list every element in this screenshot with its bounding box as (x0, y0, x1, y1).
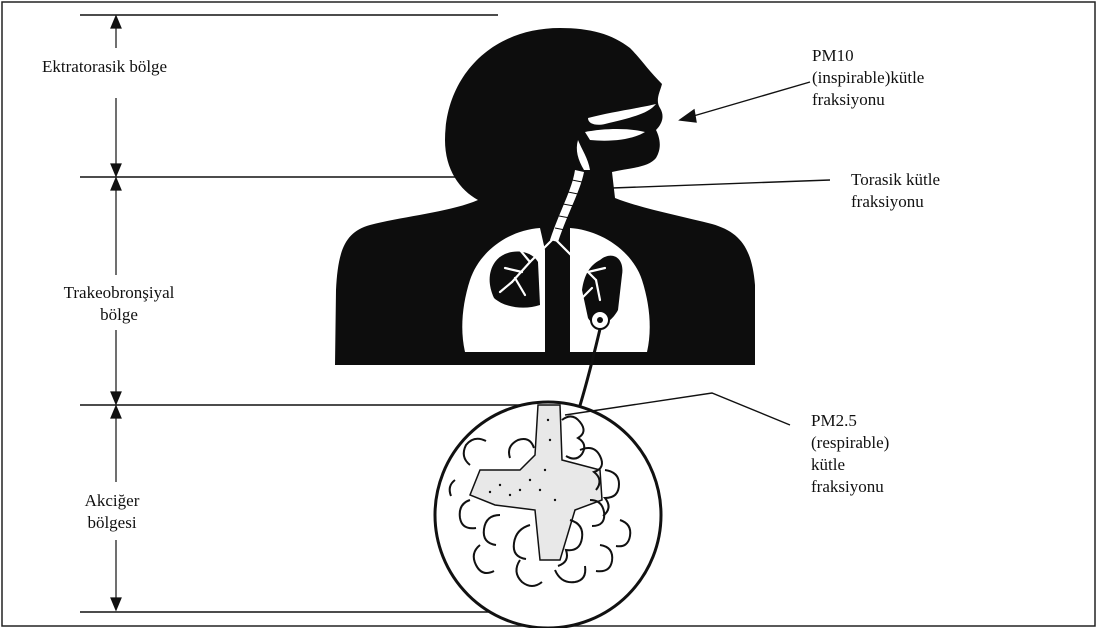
magnified-alveoli (435, 402, 661, 628)
region-label-tracheobronchial: Trakeobronşiyal bölge (34, 282, 204, 326)
region-label-extrathoracic: Ektratorasik bölge (42, 56, 167, 78)
callout-label-pm10: PM10 (inspirable)kütle fraksiyonu (812, 45, 924, 111)
region-label-pulmonary: Akciğer bölgesi (52, 490, 172, 534)
callout-label-thoracic: Torasik kütle fraksiyonu (851, 169, 940, 213)
callout-label-pm25: PM2.5 (respirable) kütle fraksiyonu (811, 410, 889, 498)
